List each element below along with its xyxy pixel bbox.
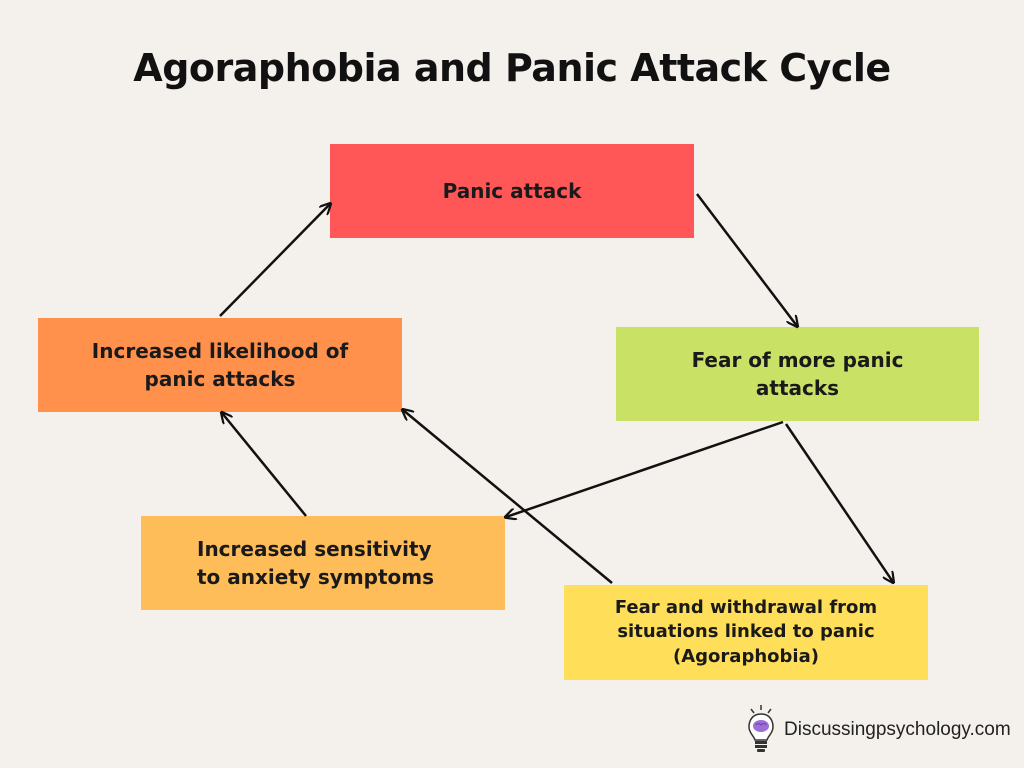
arrow-likelihood-to-panic [219, 204, 330, 317]
node-increased-likelihood: Increased likelihood of panic attacks [38, 318, 402, 412]
node-increased-likelihood-label: Increased likelihood of panic attacks [91, 339, 349, 391]
node-panic-attack-label: Panic attack [442, 179, 582, 203]
arrow-fear-to-sensitivity [506, 420, 784, 517]
footer-website: Discussingpsychology.com [784, 719, 1011, 740]
arrow-panic-to-fear [696, 193, 797, 326]
page-title: Agoraphobia and Panic Attack Cycle [133, 46, 891, 90]
footer-brand: Discussingpsychology.com [746, 700, 1016, 760]
node-fear-and-withdrawal: Fear and withdrawal from situations link… [564, 585, 928, 680]
node-fear-and-withdrawal-label: Fear and withdrawal from situations link… [614, 597, 878, 667]
arrow-fear-to-withdrawal [784, 423, 893, 582]
node-fear-of-more-panic-attacks: Fear of more panic attacks [616, 327, 979, 421]
node-increased-sensitivity-label: Increased sensitivity to anxiety symptom… [197, 537, 435, 589]
node-fear-of-more-panic-attacks-label: Fear of more panic attacks [691, 348, 904, 400]
arrow-sensitivity-to-likelihood [222, 413, 307, 517]
lightbulb-brain-icon [748, 705, 774, 752]
node-panic-attack: Panic attack [330, 144, 694, 238]
node-increased-sensitivity: Increased sensitivity to anxiety symptom… [141, 516, 505, 610]
